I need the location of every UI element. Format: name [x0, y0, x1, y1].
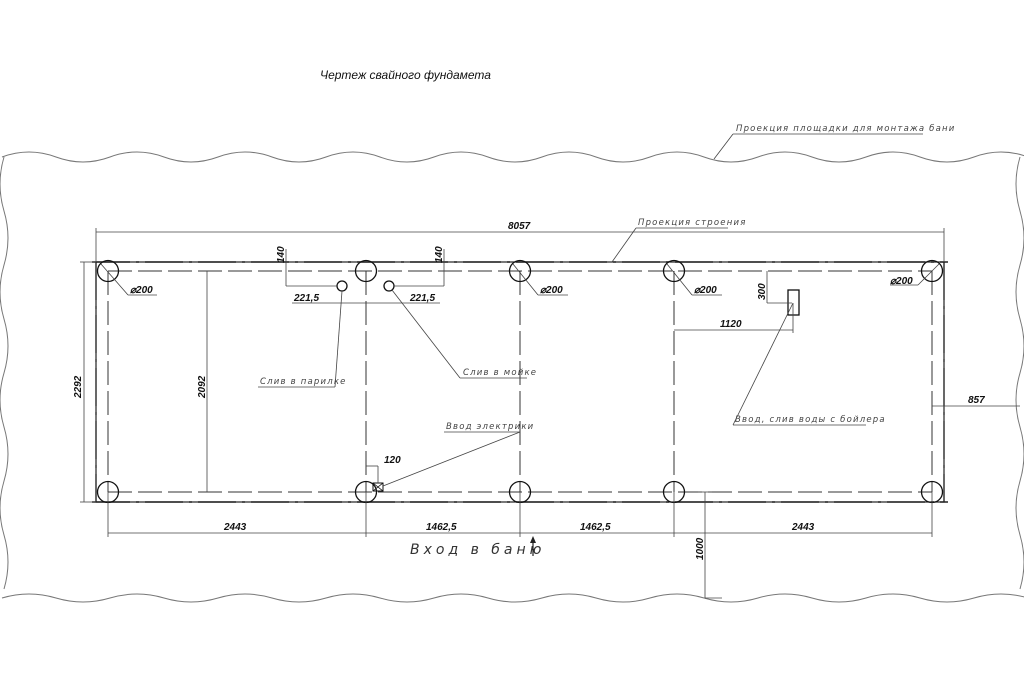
- dimension-label: 120: [384, 455, 401, 466]
- drain-icon: [383, 280, 395, 292]
- site-projection-callout: Проекция площадки для монтажа бани: [713, 124, 955, 160]
- entrance-label: Вход в баню: [410, 542, 545, 558]
- dimension-overall-length: 8057: [95, 221, 945, 262]
- drain-icon: [336, 280, 348, 292]
- pile: [920, 259, 944, 283]
- site-boundary-bottom: [1, 593, 1024, 603]
- site-boundary-top: [1, 151, 1024, 163]
- drain-steam-room: 140 221,5 Слив в парилке: [258, 246, 366, 388]
- dimension-label: 1120: [720, 319, 742, 330]
- boiler-inlet: 300 1120 Ввод, слив воды с бойлера: [674, 271, 886, 426]
- dimension-label: 140: [434, 246, 445, 263]
- site-boundary: [0, 151, 1024, 603]
- dimension-label: 2292: [73, 375, 84, 399]
- drain-washroom-label: Слив в мойке: [463, 368, 537, 378]
- electric-inlet: 120 Ввод электрики: [366, 422, 534, 492]
- electric-inlet-label: Ввод электрики: [446, 422, 534, 432]
- entrance-marker: Вход в баню: [410, 536, 545, 558]
- drawing-title: Чертеж свайного фундамета: [320, 68, 491, 82]
- building-projection-label: Проекция строения: [638, 218, 747, 228]
- site-projection-label: Проекция площадки для монтажа бани: [736, 124, 955, 134]
- pile: [354, 259, 378, 283]
- pile: [662, 259, 686, 283]
- pile: [96, 259, 120, 283]
- diameter-callouts: ⌀200 ⌀200 ⌀200 ⌀200: [100, 263, 940, 296]
- dimension-label: 2092: [197, 375, 208, 399]
- dimension-front-margin: 1000: [695, 491, 722, 599]
- arrow-up-icon: [530, 536, 536, 543]
- pile-diameter-label: ⌀200: [540, 285, 563, 296]
- boiler-inlet-icon: [787, 289, 800, 316]
- dimension-label: 8057: [508, 221, 531, 232]
- pile-diameter-label: ⌀200: [130, 285, 153, 296]
- dimension-overall-width: 2292: [73, 261, 96, 503]
- dimension-inner-width: 2092: [197, 271, 208, 492]
- dimension-label: 2443: [223, 522, 247, 533]
- dimension-label: 1462,5: [426, 522, 457, 533]
- dimension-label: 221,5: [293, 293, 319, 304]
- dimension-label: 1000: [695, 537, 706, 560]
- pile: [508, 259, 532, 283]
- dimension-label: 221,5: [409, 293, 435, 304]
- boiler-inlet-label: Ввод, слив воды с бойлера: [735, 415, 886, 425]
- dimension-spans: 2443 1462,5 1462,5 2443: [107, 492, 933, 537]
- pile-diameter-label: ⌀200: [890, 276, 913, 287]
- dimension-label: 857: [968, 395, 985, 406]
- drain-steam-room-label: Слив в парилке: [260, 377, 347, 387]
- dimension-right-margin: 857: [932, 395, 1020, 407]
- dimension-label: 2443: [791, 522, 815, 533]
- dimension-label: 300: [757, 283, 768, 300]
- dimension-label: 140: [276, 246, 287, 263]
- site-boundary-left: [0, 156, 9, 590]
- site-boundary-right: [1015, 156, 1024, 590]
- building-projection-callout: Проекция строения: [611, 218, 747, 263]
- pile-diameter-label: ⌀200: [694, 285, 717, 296]
- dimension-label: 1462,5: [580, 522, 611, 533]
- pile-centerlines: [107, 270, 933, 493]
- drain-washroom: 140 221,5 Слив в мойке: [366, 246, 537, 379]
